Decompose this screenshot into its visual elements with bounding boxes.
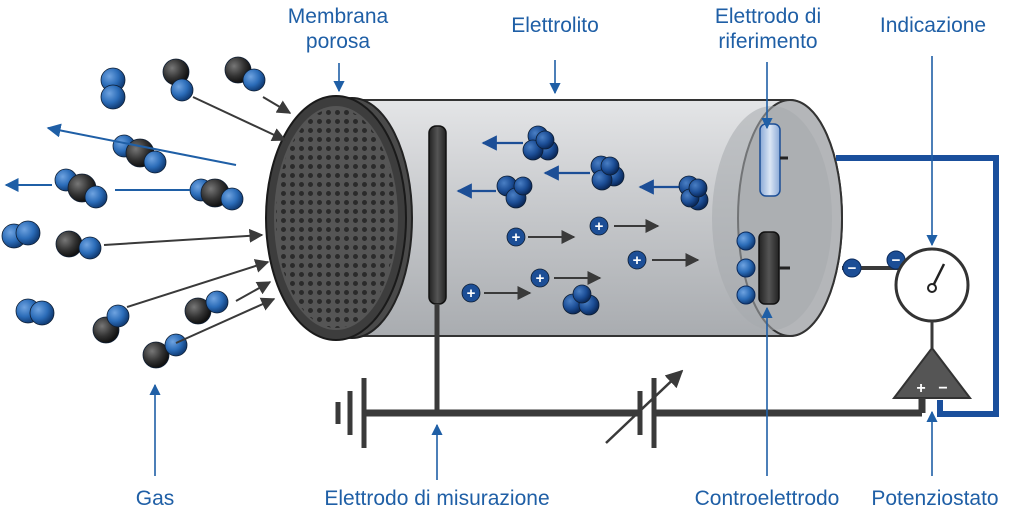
label-electrolyte: Elettrolito <box>480 13 630 38</box>
label-membrane-line2: porosa <box>305 30 371 53</box>
gas-molecule-icon <box>184 290 229 325</box>
reference-wire <box>836 155 999 417</box>
label-measuring: Elettrodo di misurazione <box>292 486 582 511</box>
label-leaders <box>149 56 938 480</box>
label-membrane-line1: Membrana <box>287 5 389 28</box>
label-indication-text: Indicazione <box>879 14 987 37</box>
cation-symbol: + <box>633 252 642 269</box>
gas-molecule-icon <box>562 284 600 316</box>
gas-molecule-icon <box>15 298 55 326</box>
label-gas-text: Gas <box>135 487 175 510</box>
label-reference-line1: Elettrodo di <box>714 5 822 28</box>
reference-electrode <box>759 123 788 197</box>
label-reference: Elettrodo di riferimento <box>690 4 846 54</box>
gas-molecule-icon <box>55 230 102 260</box>
cation-symbol: + <box>595 218 604 235</box>
ion-arrows-inner <box>456 135 680 199</box>
amp-plus: + <box>916 380 925 397</box>
gas-molecules <box>1 56 266 369</box>
cations: + + + + + <box>461 216 647 303</box>
gas-molecule-icon <box>54 168 108 209</box>
ion-plus-icon: + <box>530 268 550 288</box>
gas-molecule-icon <box>92 304 130 344</box>
label-potentiostat: Potenziostato <box>860 486 1010 511</box>
amp-minus: − <box>938 380 947 397</box>
label-counter: Controelettrodo <box>672 486 862 511</box>
label-reference-line2: riferimento <box>718 30 818 53</box>
gas-molecule-icon <box>590 155 625 191</box>
label-electrolyte-text: Elettrolito <box>511 14 599 37</box>
gauge-icon <box>894 247 970 348</box>
gas-molecule-icon <box>112 134 167 174</box>
inner-molecules <box>496 125 709 316</box>
porous-membrane <box>265 95 413 341</box>
cation-symbol: + <box>536 270 545 287</box>
gas-molecule-icon <box>189 178 244 211</box>
gas-outbound-arrows <box>4 123 237 192</box>
label-gas: Gas <box>115 486 195 511</box>
cation-symbol: + <box>512 229 521 246</box>
anion-symbol: − <box>892 252 901 269</box>
variable-resistor-icon <box>605 369 684 448</box>
label-membrane: Membrana porosa <box>268 4 408 54</box>
ion-plus-icon: + <box>506 227 526 247</box>
label-counter-text: Controelettrodo <box>694 487 840 510</box>
ion-plus-icon: + <box>627 250 647 270</box>
bottom-circuit <box>364 398 926 417</box>
gas-inbound-arrows <box>103 96 292 344</box>
ion-plus-icon: + <box>589 216 609 236</box>
gas-molecule-icon <box>100 67 126 110</box>
label-indication: Indicazione <box>862 13 1004 38</box>
gas-molecule-icon <box>162 58 194 102</box>
measuring-electrode <box>428 125 447 413</box>
label-measuring-text: Elettrodo di misurazione <box>324 487 550 510</box>
gas-molecule-icon <box>1 220 41 249</box>
anion-symbol: − <box>848 260 857 277</box>
gas-molecule-icon <box>142 333 188 369</box>
gas-molecule-icon <box>496 175 533 209</box>
amplifier-icon: + − <box>891 346 973 399</box>
cation-arrows <box>484 219 700 300</box>
ion-plus-icon: + <box>461 283 481 303</box>
label-potentiostat-text: Potenziostato <box>871 487 999 510</box>
ion-minus-icon: − <box>842 258 862 278</box>
battery-icon <box>335 378 367 448</box>
gas-molecule-icon <box>224 56 266 92</box>
cation-symbol: + <box>467 285 476 302</box>
counter-electrode <box>736 231 790 305</box>
gas-molecule-icon <box>522 125 559 161</box>
gas-molecule-icon <box>678 175 709 211</box>
